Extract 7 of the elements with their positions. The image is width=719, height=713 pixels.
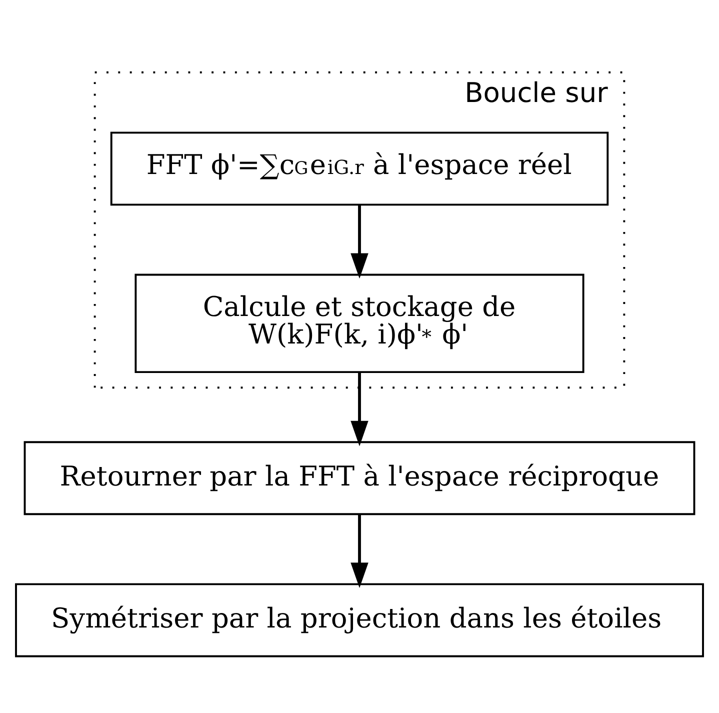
node-box: Calcule et stockage de W(k)F(k, i)ϕ'* ϕ' xyxy=(134,274,584,374)
node-box: Retourner par la FFT à l'espace réciproque xyxy=(24,441,696,516)
node-box: FFT ϕ'=∑cGeiG.r à l'espace réel xyxy=(110,132,609,206)
arrow xyxy=(350,372,368,446)
arrow xyxy=(350,204,368,279)
node-box: Symétriser par la projection dans les étoiles xyxy=(15,583,704,658)
arrow xyxy=(350,514,368,588)
